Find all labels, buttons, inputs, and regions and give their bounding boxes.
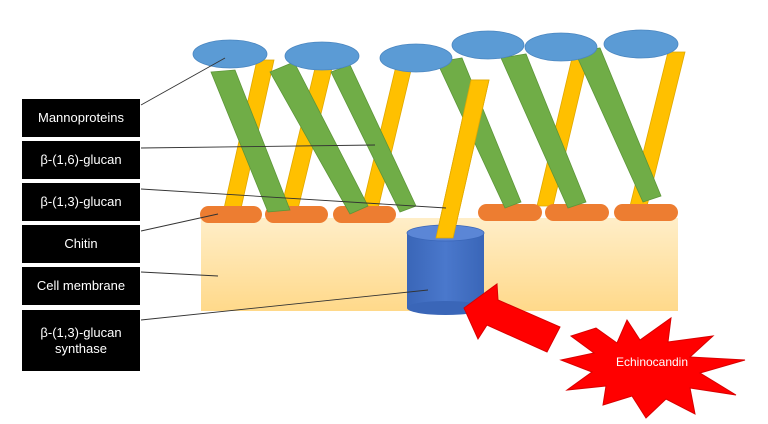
- chitin-segment: [545, 204, 609, 221]
- label-b13-glucan: β-(1,3)-glucan: [22, 183, 140, 221]
- leader-chitin: [140, 213, 219, 232]
- b16-strand: [500, 53, 587, 209]
- mannoprotein-layer: [192, 29, 679, 73]
- chitin-layer: [200, 204, 678, 223]
- mannoprotein: [524, 32, 598, 62]
- mannoprotein: [379, 43, 453, 73]
- leader-synthase: [140, 289, 429, 321]
- chitin-segment: [614, 204, 678, 221]
- chitin-segment: [200, 206, 262, 223]
- label-chitin: Chitin: [22, 225, 140, 263]
- label-b16-glucan: β-(1,6)-glucan: [22, 141, 140, 179]
- leader-mannoproteins: [140, 57, 226, 106]
- mannoprotein: [603, 29, 679, 59]
- b16-strand: [574, 47, 662, 203]
- echinocandin-label: Echinocandin: [615, 355, 689, 369]
- leader-cell-membrane: [140, 271, 219, 277]
- leader-lines: [140, 57, 447, 321]
- echinocandin-burst: [559, 316, 746, 419]
- leader-b16-glucan: [140, 144, 376, 149]
- chitin-segment: [478, 204, 542, 221]
- label-glucan-synthase: β-(1,3)-glucan synthase: [22, 310, 140, 371]
- nascent-b13-strand: [435, 79, 490, 239]
- b16-strand: [210, 69, 291, 213]
- beta-1-6-glucan-strands: [210, 47, 662, 215]
- b16-strand: [269, 61, 369, 215]
- label-cell-membrane: Cell membrane: [22, 267, 140, 305]
- label-mannoproteins: Mannoproteins: [22, 99, 140, 137]
- mannoprotein: [451, 30, 525, 60]
- mannoprotein: [192, 39, 268, 69]
- mannoprotein: [284, 41, 360, 71]
- b16-strand: [436, 57, 522, 209]
- leader-b13-glucan: [140, 188, 447, 209]
- chitin-segment: [333, 206, 396, 223]
- inhibition-arrow: [463, 283, 561, 353]
